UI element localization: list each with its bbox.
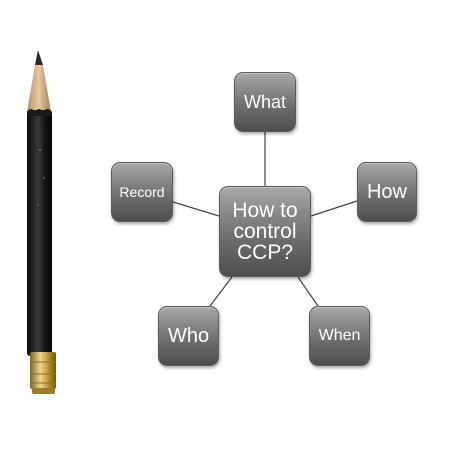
- connectors: [172, 132, 358, 307]
- center-node: How to control CCP?: [219, 186, 311, 277]
- pencil-illustration: [27, 50, 56, 394]
- branch-node-how: How: [357, 162, 417, 222]
- pencil-body: [27, 110, 52, 356]
- branch-node-label: What: [243, 92, 286, 112]
- center-node-label: How to control CCP?: [232, 199, 298, 264]
- pencil-ferrule: [30, 352, 56, 389]
- pencil-wood: [27, 65, 51, 112]
- branch-node-who: Who: [158, 306, 219, 366]
- connector-who: [209, 276, 233, 307]
- connector-when: [297, 276, 319, 307]
- branch-node-record: Record: [111, 162, 173, 222]
- branch-node-label: Who: [167, 325, 210, 347]
- branch-node-when: When: [309, 306, 370, 366]
- branch-node-label: Record: [119, 184, 165, 200]
- connector-how: [310, 200, 358, 217]
- branch-node-what: What: [234, 72, 296, 132]
- branch-node-label: When: [318, 327, 361, 344]
- branch-node-label: How: [366, 181, 407, 203]
- pencil-tip: [35, 50, 43, 65]
- pencil-paint-edge: [27, 109, 52, 116]
- connector-record: [172, 201, 220, 217]
- pencil-eraser: [32, 388, 55, 394]
